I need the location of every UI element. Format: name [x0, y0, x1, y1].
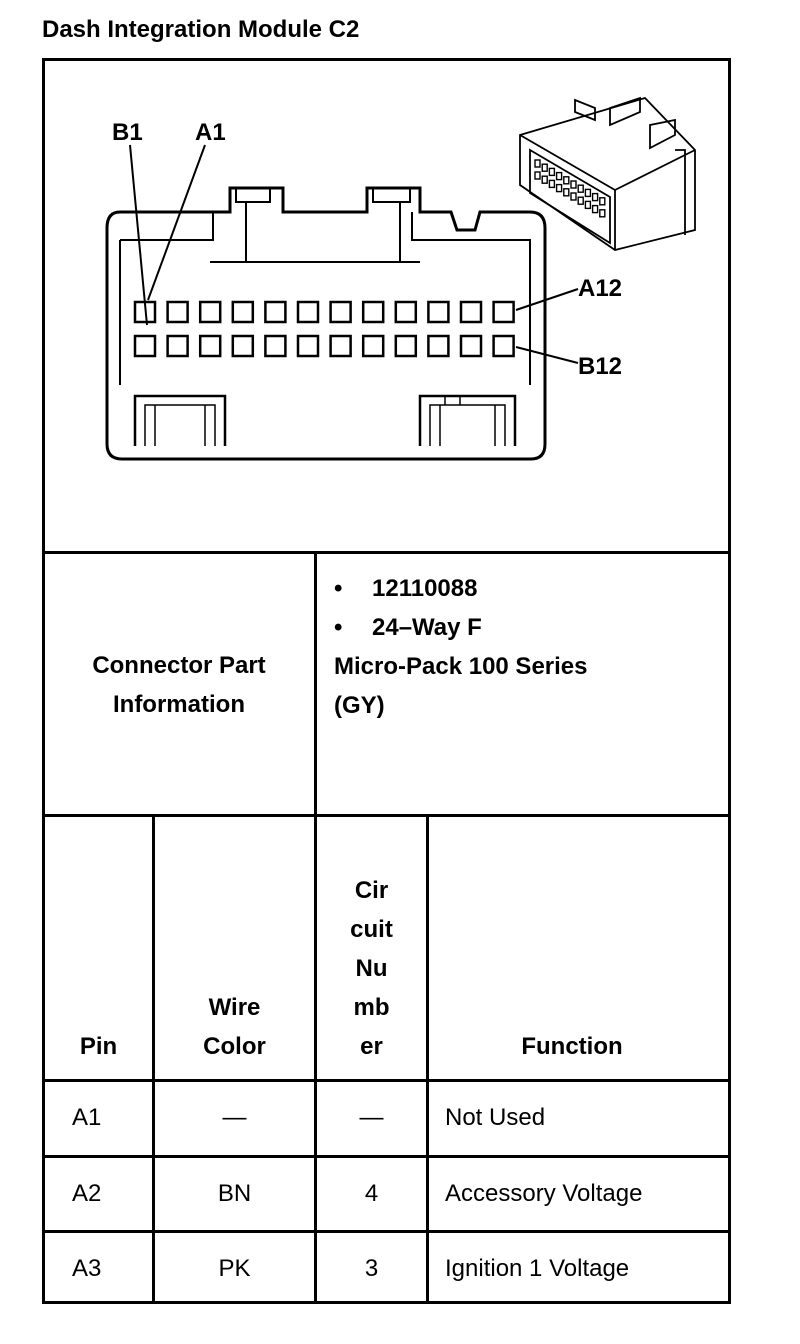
iso-pin-opening [577, 196, 584, 205]
pin-cavity [133, 334, 157, 358]
connector-type: 24–Way F [372, 614, 482, 641]
iso-pin-opening [570, 192, 577, 201]
pin-cavity [361, 300, 385, 324]
label-a1: A1 [195, 119, 226, 146]
divider-col-wire [314, 816, 317, 1304]
divider-diagram-bottom [42, 551, 731, 554]
pin-cavity [198, 334, 222, 358]
row-2-function: Accessory Voltage [445, 1180, 643, 1207]
row-3-function: Ignition 1 Voltage [445, 1255, 630, 1282]
iso-pin-opening [541, 163, 548, 172]
divider-col-circuit [426, 816, 429, 1304]
pin-cavities [133, 300, 515, 358]
row-2-wire-color: BN [217, 1180, 252, 1207]
pin-cavity [166, 300, 189, 324]
connector-part-info-label: Connector Part Information [92, 652, 266, 718]
pin-cavity [166, 334, 189, 358]
pin-cavity [492, 300, 515, 324]
pin-cavity [329, 334, 352, 358]
header-pin: Pin [79, 1033, 118, 1060]
connector-body [105, 186, 547, 461]
iso-pin-opening [548, 167, 556, 177]
iso-pin-opening [563, 176, 570, 185]
iso-pin-opening [599, 209, 606, 218]
label-b12: B12 [578, 353, 622, 380]
row-1-pin: A1 [72, 1104, 102, 1131]
iso-pin-opening [570, 180, 577, 189]
header-function: Function [521, 1033, 623, 1060]
pin-cavity [492, 334, 515, 358]
iso-pin-opening [534, 171, 541, 180]
pin-cavity [394, 334, 418, 358]
divider-header-bottom [42, 1079, 731, 1082]
divider-row-1 [42, 1155, 731, 1158]
pin-cavity [329, 300, 352, 324]
pin-cavity [296, 334, 320, 358]
row-3-pin: A3 [72, 1255, 102, 1282]
iso-pin-opening [591, 204, 599, 214]
iso-pin-opening [548, 179, 556, 189]
iso-pin-opening [555, 171, 563, 181]
iso-pin-opening [599, 197, 606, 206]
iso-pin-opening [541, 175, 548, 184]
pin-cavity [296, 300, 320, 324]
pin-cavity [427, 300, 450, 324]
row-1-wire-color: — [222, 1104, 247, 1131]
row-2-pin: A2 [72, 1180, 102, 1207]
divider-connector-info [314, 553, 317, 816]
iso-pin-opening [584, 188, 592, 198]
iso-pin-opening [577, 184, 584, 193]
iso-pin-opening [563, 188, 570, 197]
iso-pin-opening [591, 192, 599, 202]
pin-cavity [459, 300, 483, 324]
divider-row-2 [42, 1230, 731, 1233]
pin-cavity [264, 334, 287, 358]
row-2-circuit: 4 [364, 1180, 379, 1207]
pin-cavity [394, 300, 418, 324]
divider-col-pin [152, 816, 155, 1304]
iso-pin-opening [584, 200, 592, 210]
bullet-icon: • [334, 575, 343, 602]
connector-part-info-value: • 12110088 • 24–Way F Micro-Pack 100 Serie… [334, 569, 588, 725]
iso-pin-opening [555, 183, 563, 193]
row-1-function: Not Used [445, 1104, 546, 1131]
pin-cavity [459, 334, 483, 358]
pin-cavity [231, 300, 255, 324]
connector-3d-illustration [519, 96, 696, 251]
pin-cavity [198, 300, 222, 324]
divider-table-top [42, 814, 731, 817]
label-a12: A12 [578, 275, 622, 302]
pin-cavity [231, 334, 255, 358]
pin-cavity [427, 334, 450, 358]
label-b1: B1 [112, 119, 143, 146]
diagram-frame [42, 58, 731, 1304]
connector-diagram: B1 A1 A12 B12 [105, 96, 696, 461]
bullet-icon: • [334, 614, 343, 641]
row-3-wire-color: PK [218, 1255, 251, 1282]
pin-cavity [264, 300, 287, 324]
row-3-circuit: 3 [364, 1255, 379, 1282]
pin-cavity [361, 334, 385, 358]
iso-pin-opening [534, 159, 541, 168]
row-1-circuit: — [359, 1104, 384, 1131]
part-number: 12110088 [372, 575, 478, 602]
header-circuit-number: Cir cuit Nu mb er [350, 877, 393, 1060]
header-wire-color: Wire Color [203, 994, 266, 1060]
page-title: Dash Integration Module C2 [42, 16, 360, 43]
connector-color: (GY) [334, 692, 385, 719]
connector-series: Micro-Pack 100 Series [334, 653, 588, 680]
